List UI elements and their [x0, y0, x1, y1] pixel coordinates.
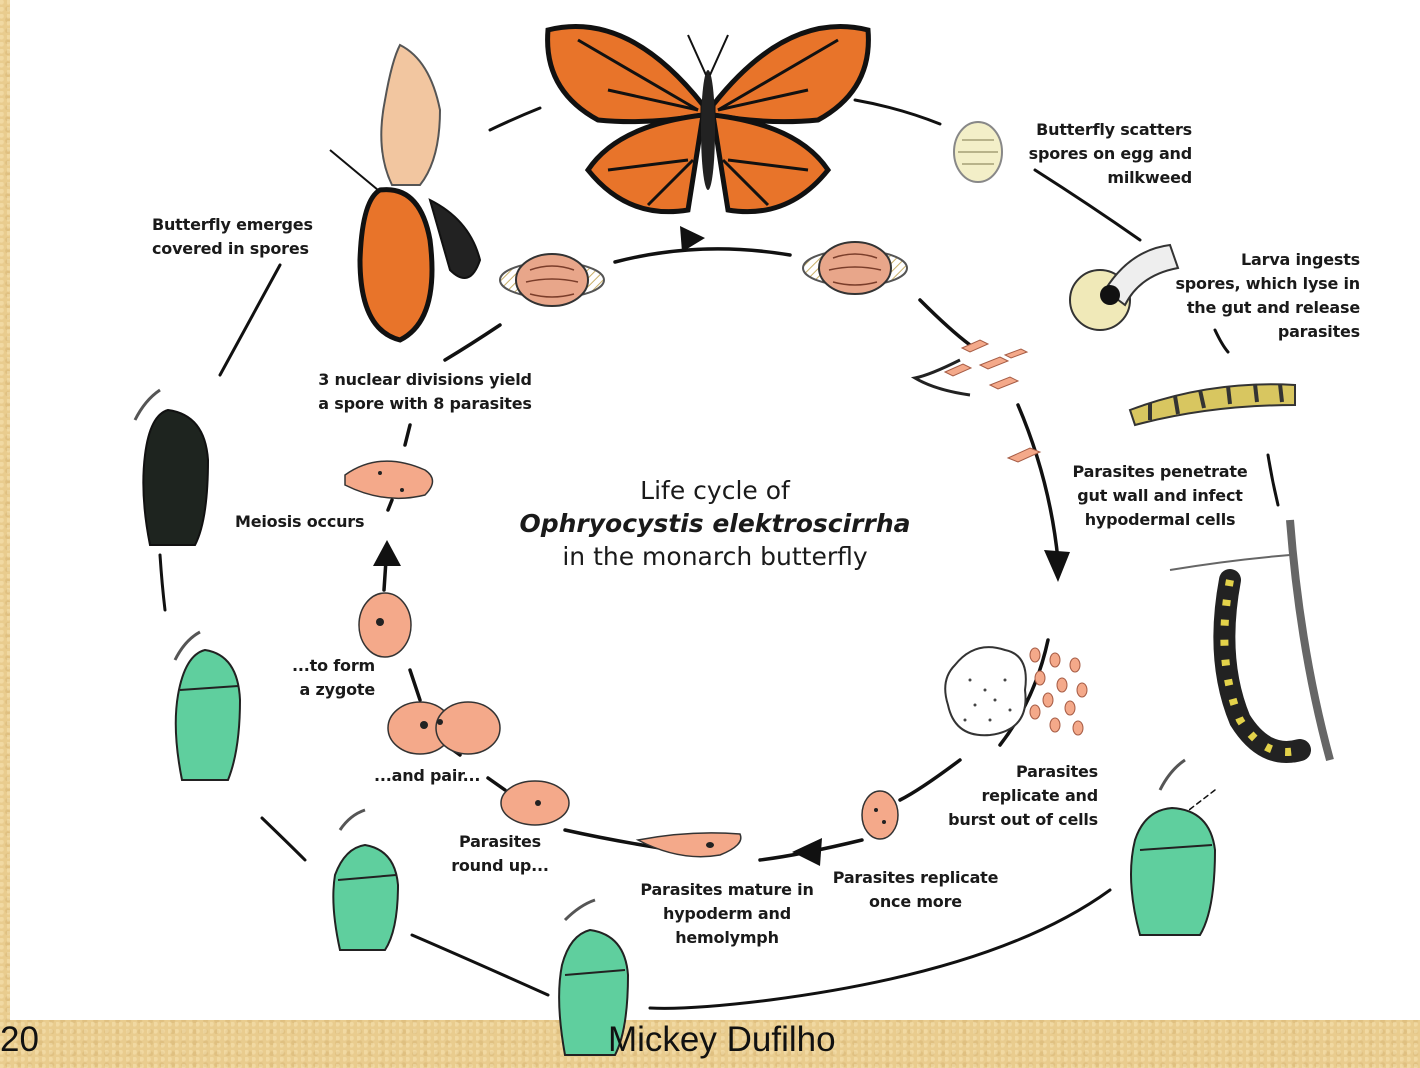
footer-author: Mickey Dufilho: [608, 1020, 836, 1060]
parasites-pairing: [388, 702, 500, 754]
slide-number: 20: [0, 1020, 39, 1060]
chrysalis-green-left: [175, 632, 240, 780]
label-meiosis: Meiosis occurs: [235, 510, 375, 534]
diagram-title: Life cycle of Ophryocystis elektroscirrh…: [500, 474, 930, 573]
emerging-butterfly-illustration: [330, 45, 480, 340]
hanging-larva-illustration: [1170, 520, 1330, 760]
arrowhead-left: [373, 540, 401, 566]
label-to-form-zygote: ...to form a zygote: [270, 654, 375, 702]
parasite-rounded: [501, 781, 569, 825]
label-parasites-round-up: Parasites round up...: [438, 830, 562, 878]
title-species: Ophryocystis elektroscirrha: [500, 507, 930, 540]
arrowhead-bottom: [792, 838, 822, 866]
label-parasites-penetrate: Parasites penetrate gut wall and infect …: [1050, 460, 1270, 532]
label-larva-ingests: Larva ingests spores, which lyse in the …: [1130, 248, 1360, 344]
caterpillar-illustration: [1130, 384, 1295, 425]
parasite-mature: [638, 833, 741, 857]
chrysalis-dark: [135, 390, 208, 545]
chrysalis-green-lower-left: [333, 810, 398, 950]
spore-left: [500, 254, 604, 306]
title-line-1: Life cycle of: [500, 474, 930, 507]
label-butterfly-scatters: Butterfly scatters spores on egg and mil…: [960, 118, 1192, 190]
released-parasites: [915, 340, 1027, 395]
label-parasites-mature: Parasites mature in hypoderm and hemolym…: [628, 878, 826, 950]
label-and-pair: ...and pair...: [374, 764, 484, 788]
label-butterfly-emerges: Butterfly emerges covered in spores: [152, 213, 342, 261]
chrysalis-green-right: [1131, 760, 1215, 935]
monarch-butterfly: [548, 27, 869, 212]
bursting-cell: [945, 647, 1087, 735]
meiosis-cell: [345, 461, 433, 498]
arrowhead-right: [1044, 550, 1070, 582]
label-parasites-replicate-burst: Parasites replicate and burst out of cel…: [920, 760, 1098, 832]
label-nuclear-divisions: 3 nuclear divisions yield a spore with 8…: [300, 368, 550, 416]
parasite-replicating: [862, 791, 898, 839]
title-line-3: in the monarch butterfly: [500, 540, 930, 573]
label-parasites-replicate-more: Parasites replicate once more: [818, 866, 1013, 914]
zygote: [359, 593, 411, 657]
spore-right: [803, 242, 907, 294]
